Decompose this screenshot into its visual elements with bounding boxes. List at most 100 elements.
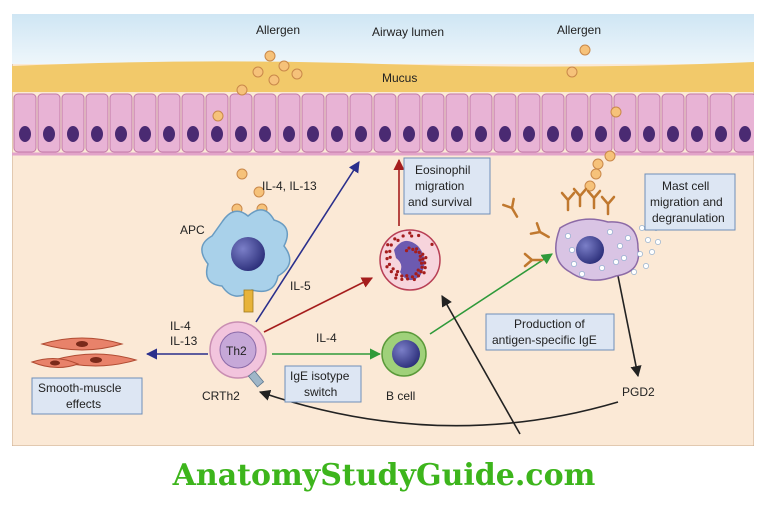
eosinophil-granule — [394, 273, 399, 277]
mast-cell-granule — [607, 229, 613, 235]
eosinophil-granule — [423, 261, 427, 265]
ige-antibody-icon — [586, 189, 602, 210]
epithelial-cell — [373, 93, 397, 153]
epithelial-cell — [181, 93, 205, 153]
production-box — [485, 313, 615, 351]
epithelial-cell — [661, 93, 685, 153]
mast-cell-granule — [613, 259, 619, 265]
ige-antibody-icon — [523, 252, 544, 268]
mast-cell-granule — [617, 243, 623, 249]
mast-cell-granule — [569, 247, 575, 253]
epithelial-nucleus — [427, 126, 439, 142]
arrow-bcell-to-mast-cell — [429, 253, 553, 335]
il5-label: IL-5 — [290, 279, 311, 293]
eosinophil-granule — [391, 267, 395, 271]
epithelial-nucleus — [547, 126, 559, 142]
airway-lumen-region — [12, 14, 754, 64]
epithelial-cell — [85, 93, 109, 153]
eosinophil-granule — [411, 247, 415, 251]
mast-cell-granule — [579, 271, 585, 277]
epithelial-cell — [469, 93, 493, 153]
eosinophil-granule — [387, 262, 392, 266]
ige-antibody-icon — [529, 222, 550, 239]
epithelial-nucleus — [115, 126, 127, 142]
eosinophil-granule — [389, 243, 393, 247]
eosinophil-granule — [405, 277, 410, 281]
epithelial-cell — [445, 93, 469, 153]
mast-cell-box — [644, 173, 736, 231]
epithelial-nucleus — [667, 126, 679, 142]
epithelial-nucleus — [643, 126, 655, 142]
eosinophil-granule — [400, 277, 404, 281]
b-cell-label: B cell — [386, 389, 415, 403]
eosinophil-granule — [395, 270, 400, 274]
epithelial-nucleus — [187, 126, 199, 142]
mast-cell-granule — [645, 237, 651, 243]
arrow-th2-to-epithelium — [255, 161, 360, 323]
arrow-il5-to-eosinophil — [263, 277, 374, 333]
eosinophil-box — [403, 157, 491, 215]
epithelial-nucleus — [43, 126, 55, 142]
smooth-muscle-box — [31, 377, 143, 415]
epithelial-nucleus — [451, 126, 463, 142]
epithelial-cell — [157, 93, 181, 153]
epithelial-nucleus — [355, 126, 367, 142]
mast-cell-granule — [631, 269, 637, 275]
crth2-label: CRTh2 — [202, 389, 240, 403]
production-label-2: antigen-specific IgE — [492, 333, 597, 347]
epithelial-cell — [541, 93, 565, 153]
epithelial-cell — [733, 93, 757, 153]
epithelial-cell — [637, 93, 661, 153]
mast-cell-label-1: Mast cell — [662, 179, 709, 193]
b-cell — [381, 331, 427, 377]
mast-cell-granule — [621, 255, 627, 261]
production-label-1: Production of — [514, 317, 585, 331]
eosinophil-granule — [415, 247, 419, 251]
epithelial-cell — [277, 93, 301, 153]
eosinophil-granule — [421, 257, 425, 261]
mucus-label: Mucus — [382, 71, 417, 85]
eosinophil-granule — [421, 252, 425, 256]
smooth-muscle-cells — [30, 337, 138, 368]
eosinophil-granule — [404, 249, 409, 253]
eosinophil-granule — [418, 258, 422, 262]
epithelial-cell — [229, 93, 253, 153]
eosinophil-granule — [388, 255, 392, 259]
eosinophil-granule — [416, 274, 421, 278]
epithelial-nucleus — [67, 126, 79, 142]
epithelial-cell — [493, 93, 517, 153]
smooth-muscle-label-1: Smooth-muscle — [38, 381, 122, 395]
epithelial-cell — [565, 93, 589, 153]
eosinophil-granule — [408, 231, 412, 235]
epithelial-cell — [685, 93, 709, 153]
th2-label: Th2 — [226, 344, 247, 358]
epithelial-nucleus — [715, 126, 727, 142]
mast-cell-granule — [599, 265, 605, 271]
epithelial-nucleus — [163, 126, 175, 142]
apc-cell — [201, 209, 291, 313]
allergen-label-right: Allergen — [557, 23, 601, 37]
eosinophil-label-3: and survival — [408, 195, 472, 209]
eosinophil-granule — [389, 270, 393, 274]
ige-antibody-icon — [572, 187, 588, 208]
il4-il13-top-label: IL-4, IL-13 — [262, 179, 317, 193]
mast-cell-granule — [565, 233, 571, 239]
eosinophil-granule — [414, 250, 418, 254]
mast-cell-granule — [649, 249, 655, 255]
ige-switch-label-2: switch — [304, 385, 337, 399]
eosinophil-granule — [407, 246, 411, 250]
il13-left-label: IL-13 — [170, 334, 198, 348]
il4-left-label: IL-4 — [170, 319, 191, 333]
eosinophil-granule — [388, 249, 392, 253]
eosinophil-label-2: migration — [415, 179, 464, 193]
epithelial-nucleus — [19, 126, 31, 142]
eosinophil-granule — [385, 265, 389, 269]
eosinophil-granule — [417, 250, 421, 254]
eosinophil-granule — [386, 243, 390, 247]
epithelial-cell — [133, 93, 157, 153]
epithelial-nucleus — [235, 126, 247, 142]
eosinophil-granule — [385, 257, 389, 261]
ige-antibody-icon — [600, 195, 616, 216]
eosinophil-granule — [424, 255, 428, 260]
eosinophil-granule — [401, 234, 405, 238]
